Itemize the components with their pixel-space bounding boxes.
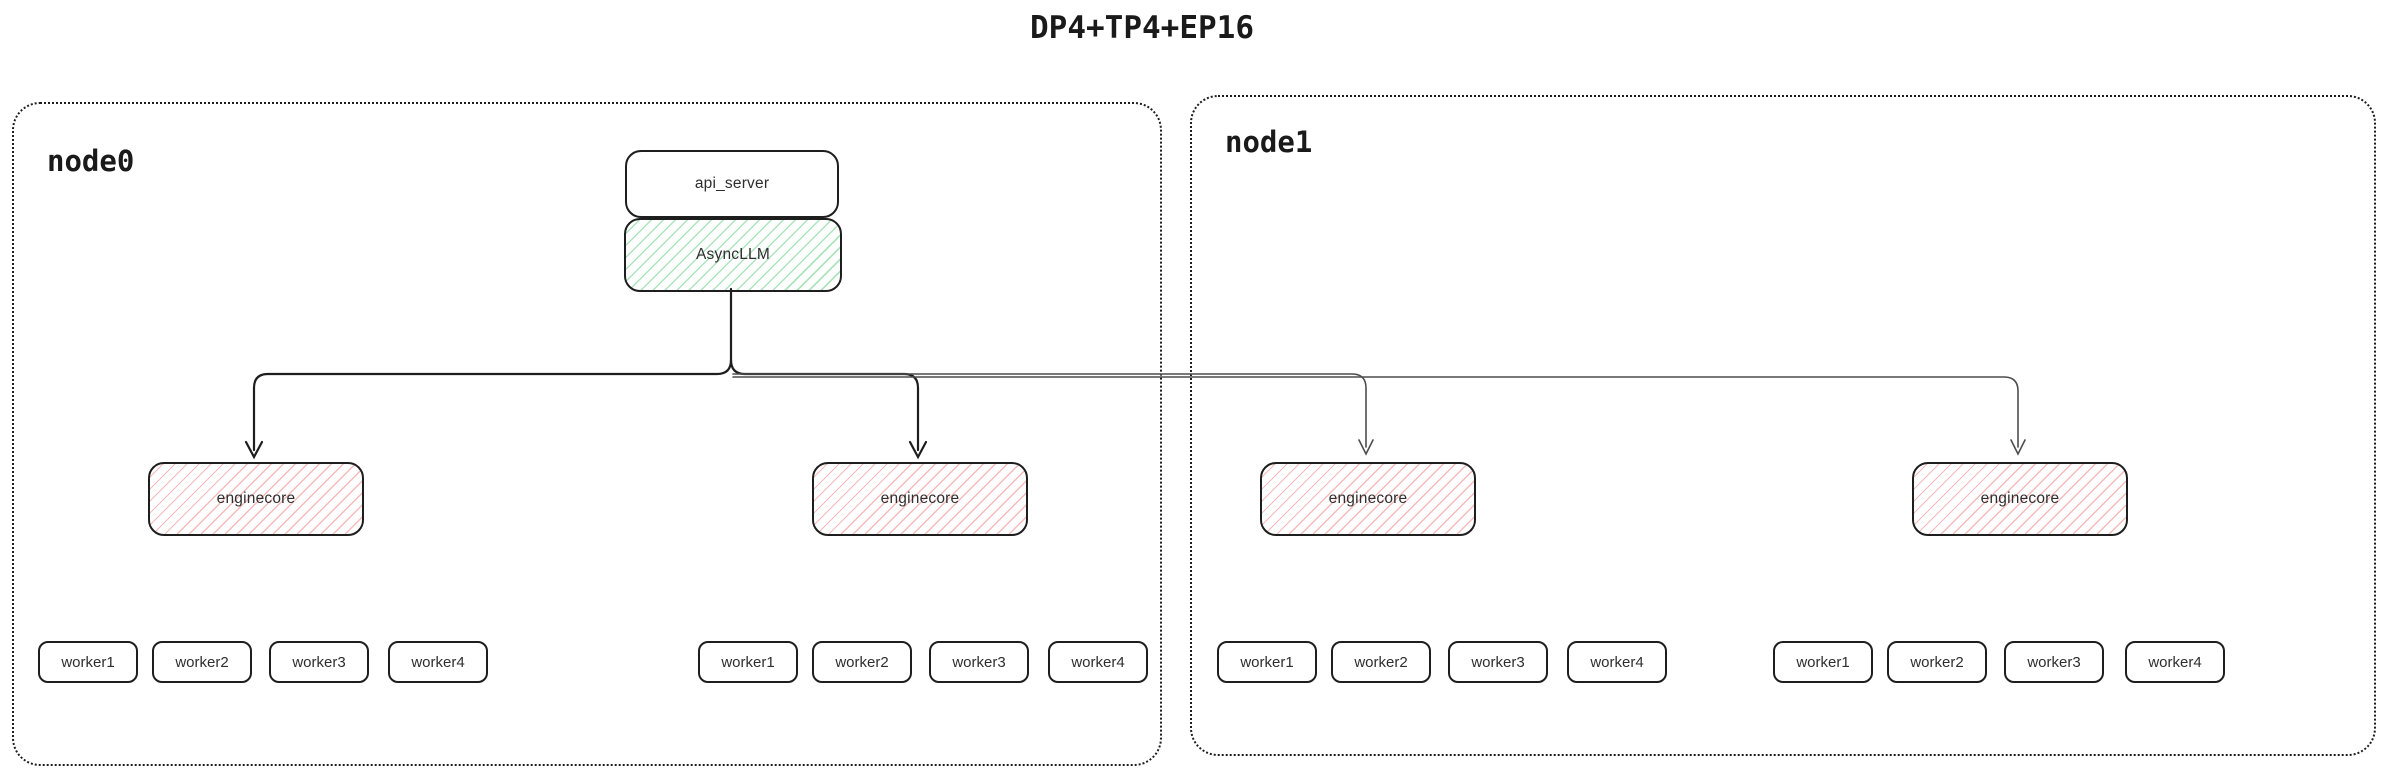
enginecore-label: enginecore [216,490,296,507]
worker-chip: worker2 [812,641,912,683]
async-llm-label: AsyncLLM [696,246,770,263]
api-server-label: api_server [694,175,770,192]
worker-label: worker1 [61,653,115,671]
worker-label: worker3 [1471,653,1525,671]
async-llm-box: AsyncLLM [624,218,842,292]
worker-label: worker4 [411,653,465,671]
worker-chip: worker3 [2004,641,2104,683]
worker-label: worker4 [2148,653,2202,671]
api-server-box: api_server [625,150,839,218]
worker-chip: worker1 [38,641,138,683]
worker-chip: worker2 [1331,641,1431,683]
worker-chip: worker4 [1567,641,1667,683]
enginecore-label: enginecore [880,490,960,507]
worker-chip: worker3 [929,641,1029,683]
worker-label: worker2 [835,653,889,671]
enginecore-label: enginecore [1328,490,1408,507]
worker-chip: worker4 [388,641,488,683]
enginecore-box-node0-1: enginecore [148,462,364,536]
worker-label: worker1 [1240,653,1294,671]
worker-label: worker1 [721,653,775,671]
worker-chip: worker4 [1048,641,1148,683]
worker-label: worker3 [292,653,346,671]
diagram-title: DP4+TP4+EP16 [1030,10,1254,46]
enginecore-box-node1-1: enginecore [1260,462,1476,536]
enginecore-box-node0-2: enginecore [812,462,1028,536]
enginecore-label: enginecore [1980,490,2060,507]
worker-label: worker1 [1796,653,1850,671]
worker-label: worker3 [2027,653,2081,671]
worker-chip: worker1 [1217,641,1317,683]
node1-label: node1 [1225,125,1313,159]
worker-label: worker2 [1910,653,1964,671]
node0-label: node0 [47,144,135,178]
worker-chip: worker3 [1448,641,1548,683]
worker-chip: worker4 [2125,641,2225,683]
worker-chip: worker1 [1773,641,1873,683]
worker-chip: worker2 [152,641,252,683]
enginecore-box-node1-2: enginecore [1912,462,2128,536]
worker-label: worker4 [1071,653,1125,671]
worker-label: worker2 [175,653,229,671]
worker-chip: worker2 [1887,641,1987,683]
worker-chip: worker1 [698,641,798,683]
worker-label: worker2 [1354,653,1408,671]
worker-label: worker3 [952,653,1006,671]
worker-chip: worker3 [269,641,369,683]
worker-label: worker4 [1590,653,1644,671]
